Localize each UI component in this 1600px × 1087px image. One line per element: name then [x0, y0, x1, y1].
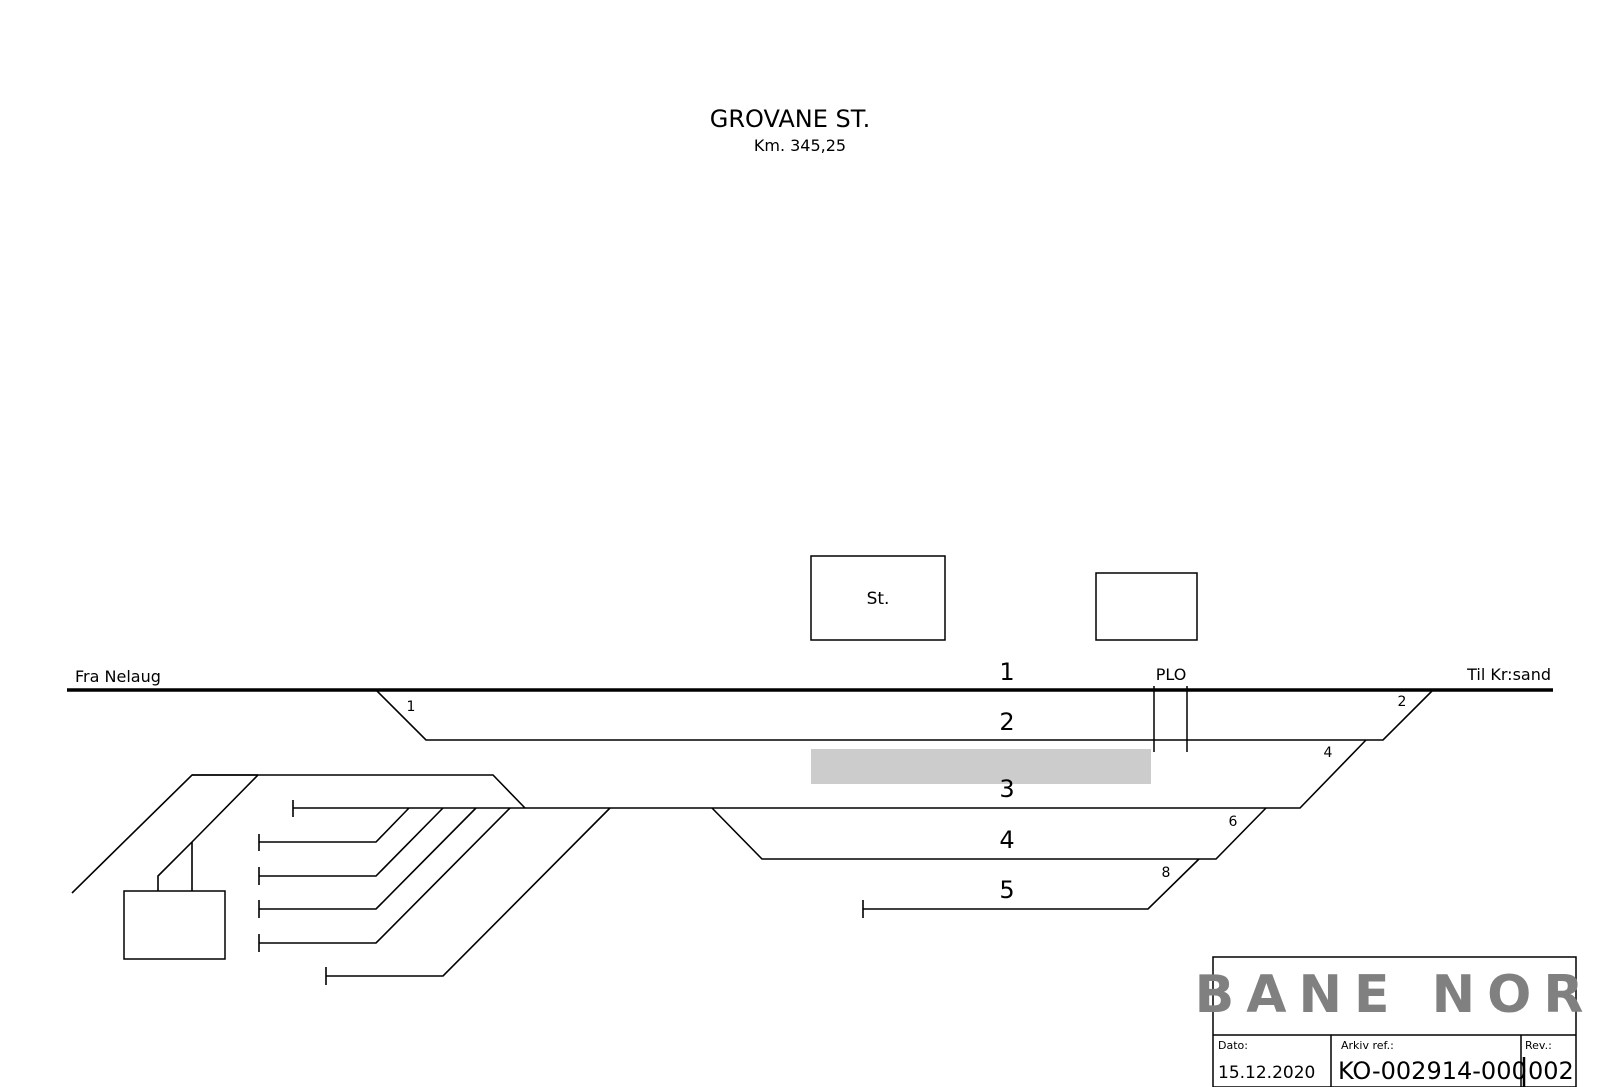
yard-siding-e	[259, 807, 511, 944]
date-value: 15.12.2020	[1218, 1063, 1315, 1083]
bane-nor-logo: BANE NOR	[1195, 965, 1596, 1025]
switch-number-6: 6	[1229, 814, 1238, 830]
track-number-5: 5	[999, 876, 1014, 904]
track-4	[711, 807, 1267, 860]
diagram-subtitle: Km. 345,25	[754, 136, 846, 155]
yard-siding-d	[259, 807, 477, 910]
yard-building	[123, 890, 226, 960]
track-2	[375, 689, 1434, 741]
switch-number-1: 1	[407, 699, 416, 715]
yard-siding-b	[259, 807, 410, 843]
siding-to-building	[157, 774, 259, 891]
title-block-frame	[1212, 956, 1577, 1087]
revision-label: Rev.:	[1525, 1039, 1552, 1052]
secondary-building	[1095, 572, 1198, 641]
yard-siding-f	[326, 807, 611, 977]
track-number-1: 1	[999, 658, 1014, 686]
diagram-title: GROVANE ST.	[710, 105, 870, 133]
track-5	[863, 858, 1200, 910]
track-number-3: 3	[999, 775, 1014, 803]
archive-ref-label: Arkiv ref.:	[1341, 1039, 1394, 1052]
track-3	[525, 739, 1367, 809]
yard-head-track	[71, 774, 526, 894]
station-building	[810, 555, 946, 641]
track-number-4: 4	[999, 826, 1014, 854]
switch-number-4: 4	[1324, 745, 1333, 761]
switch-number-8: 8	[1162, 865, 1171, 881]
platform	[811, 749, 1151, 784]
direction-to-label: Til Kr:sand	[1466, 665, 1551, 684]
archive-ref-value: KO-002914-000	[1338, 1057, 1527, 1085]
title-block: BANE NOR Dato: 15.12.2020 Arkiv ref.: KO…	[1195, 956, 1596, 1087]
date-label: Dato:	[1218, 1039, 1248, 1052]
track-number-2: 2	[999, 708, 1014, 736]
revision-value: 002	[1528, 1057, 1574, 1085]
switch-number-2: 2	[1398, 694, 1407, 710]
station-building-label: St.	[867, 589, 890, 609]
direction-from-label: Fra Nelaug	[75, 667, 161, 686]
yard-siding-c	[259, 807, 444, 877]
plo-label: PLO	[1156, 665, 1187, 684]
